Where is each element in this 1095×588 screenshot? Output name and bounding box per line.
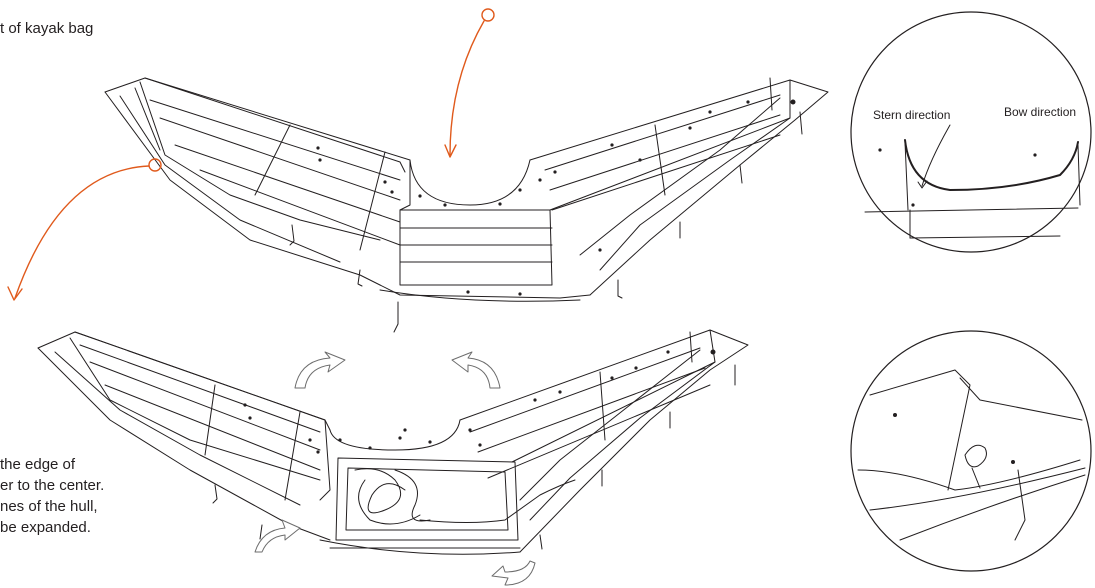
carabiner: [964, 444, 987, 468]
orange-arrow-2: [14, 165, 150, 299]
orange-arrow-1: [449, 20, 485, 156]
detail-circle-directions: [850, 11, 1092, 253]
rotate-arrow-1: [294, 351, 346, 389]
rotate-arrow-4: [491, 560, 536, 586]
bow-direction-label: Bow direction: [1004, 105, 1077, 119]
caption-kayak-bag: t of kayak bag: [0, 20, 94, 37]
stern-direction-label: Stern direction: [873, 108, 951, 122]
orange-origin-circle-1: [481, 8, 495, 22]
orange-origin-circle-2: [148, 158, 162, 172]
rivets-bottom: [243, 349, 716, 454]
rotate-arrow-2: [451, 351, 501, 389]
instruction-line-3: nes of the hull,: [0, 498, 98, 515]
rotation-arrows: [254, 351, 536, 586]
hull-frame-bottom: [37, 329, 749, 555]
rotate-arrow-3: [254, 519, 301, 553]
stern-pointer-line: [921, 124, 951, 187]
detail-circle-fitting: [850, 330, 1092, 572]
hull-frame-top: [104, 77, 829, 333]
instruction-line-1: the edge of: [0, 456, 76, 473]
rivets-top: [316, 99, 796, 296]
instruction-line-2: er to the center.: [0, 477, 105, 494]
orange-arrows: [7, 8, 495, 301]
instruction-line-4: be expanded.: [0, 519, 91, 536]
